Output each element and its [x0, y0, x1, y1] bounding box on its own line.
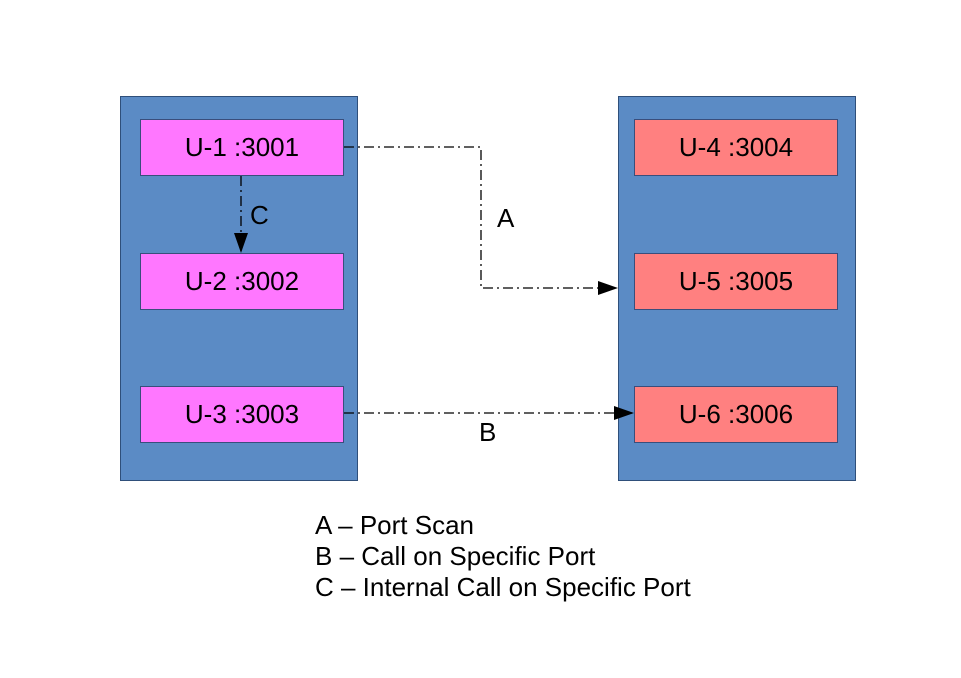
edge-a-path — [344, 146, 618, 295]
node-u1: U-1 :3001 — [140, 119, 344, 176]
node-u2: U-2 :3002 — [140, 253, 344, 310]
edge-c-label: C — [250, 200, 269, 230]
legend: A – Port Scan B – Call on Specific Port … — [315, 510, 691, 603]
edge-b-label: B — [479, 417, 497, 447]
legend-item-c: C – Internal Call on Specific Port — [315, 572, 691, 602]
node-u6: U-6 :3006 — [634, 386, 838, 443]
edge-a-label: A — [497, 203, 515, 233]
node-u3: U-3 :3003 — [140, 386, 344, 443]
legend-item-a: A – Port Scan — [315, 510, 474, 540]
node-u5: U-5 :3005 — [634, 253, 838, 310]
legend-item-b: B – Call on Specific Port — [315, 541, 596, 571]
node-u4: U-4 :3004 — [634, 119, 838, 176]
